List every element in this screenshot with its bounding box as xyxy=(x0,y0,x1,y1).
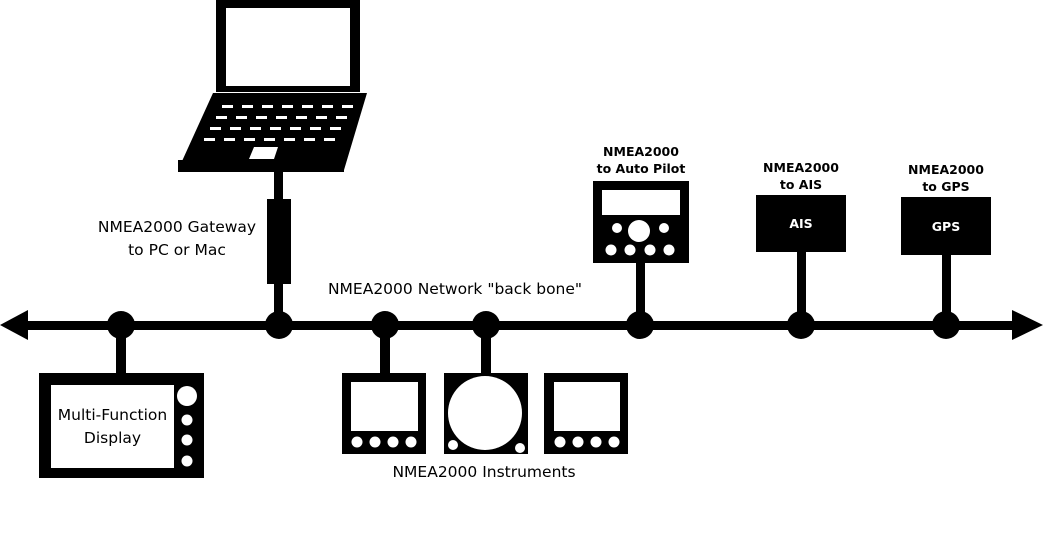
drop-cable xyxy=(942,254,951,324)
tee-connector xyxy=(265,311,293,339)
gps-box-text: GPS xyxy=(931,218,961,234)
drop-cable xyxy=(481,325,491,375)
autopilot-label: NMEA2000 to Auto Pilot xyxy=(584,143,698,177)
gateway-label: NMEA2000 Gateway to PC or Mac xyxy=(92,216,262,262)
backbone-label: NMEA2000 Network "back bone" xyxy=(327,280,583,298)
mfd-node xyxy=(39,311,204,478)
ais-label-line1: NMEA2000 xyxy=(763,160,839,175)
gps-label-line1: NMEA2000 xyxy=(908,162,984,177)
tee-connector xyxy=(626,311,654,339)
tee-connector xyxy=(787,311,815,339)
arrow-left-icon xyxy=(0,310,28,340)
gps-node xyxy=(901,197,991,339)
multi-function-display-icon xyxy=(39,373,204,478)
gps-label-line2: to GPS xyxy=(922,179,970,194)
gps-label: NMEA2000 to GPS xyxy=(896,161,996,195)
autopilot-node xyxy=(593,181,689,339)
gateway-label-line2: to PC or Mac xyxy=(128,241,226,259)
drop-cable xyxy=(380,325,390,375)
gateway-node xyxy=(265,170,293,339)
instrument-square-icon xyxy=(544,373,628,454)
instruments-group-label: NMEA2000 Instruments xyxy=(392,463,576,481)
instrument-1-node xyxy=(342,311,426,454)
mfd-label-line1: Multi-Function xyxy=(57,405,168,424)
drop-cable xyxy=(274,283,283,323)
backbone-line xyxy=(22,321,1020,330)
ais-label-line2: to AIS xyxy=(779,177,823,192)
ais-box-text: AIS xyxy=(789,216,813,231)
laptop-icon xyxy=(178,0,367,172)
drop-cable xyxy=(636,262,645,324)
backbone xyxy=(0,310,1043,340)
ais-label: NMEA2000 to AIS xyxy=(751,159,851,193)
autopilot-head-icon xyxy=(593,181,689,263)
gateway-label-line1: NMEA2000 Gateway xyxy=(97,218,257,236)
ais-node xyxy=(756,195,846,339)
ais-device-icon xyxy=(756,195,846,252)
arrow-right-icon xyxy=(1012,310,1043,340)
tee-connector xyxy=(932,311,960,339)
autopilot-label-line2: to Auto Pilot xyxy=(596,161,686,176)
drop-cable xyxy=(797,251,806,323)
autopilot-label-line1: NMEA2000 xyxy=(603,144,679,159)
instrument-2-node xyxy=(444,311,528,454)
mfd-label-line2: Display xyxy=(83,428,142,447)
gps-device-icon xyxy=(901,197,991,255)
gateway-device-icon xyxy=(267,199,291,284)
mfd-label: Multi-Function Display xyxy=(51,385,174,468)
instrument-round-icon xyxy=(444,373,528,454)
drop-cable xyxy=(116,325,126,375)
drop-cable xyxy=(274,170,283,200)
instrument-square-icon xyxy=(342,373,426,454)
